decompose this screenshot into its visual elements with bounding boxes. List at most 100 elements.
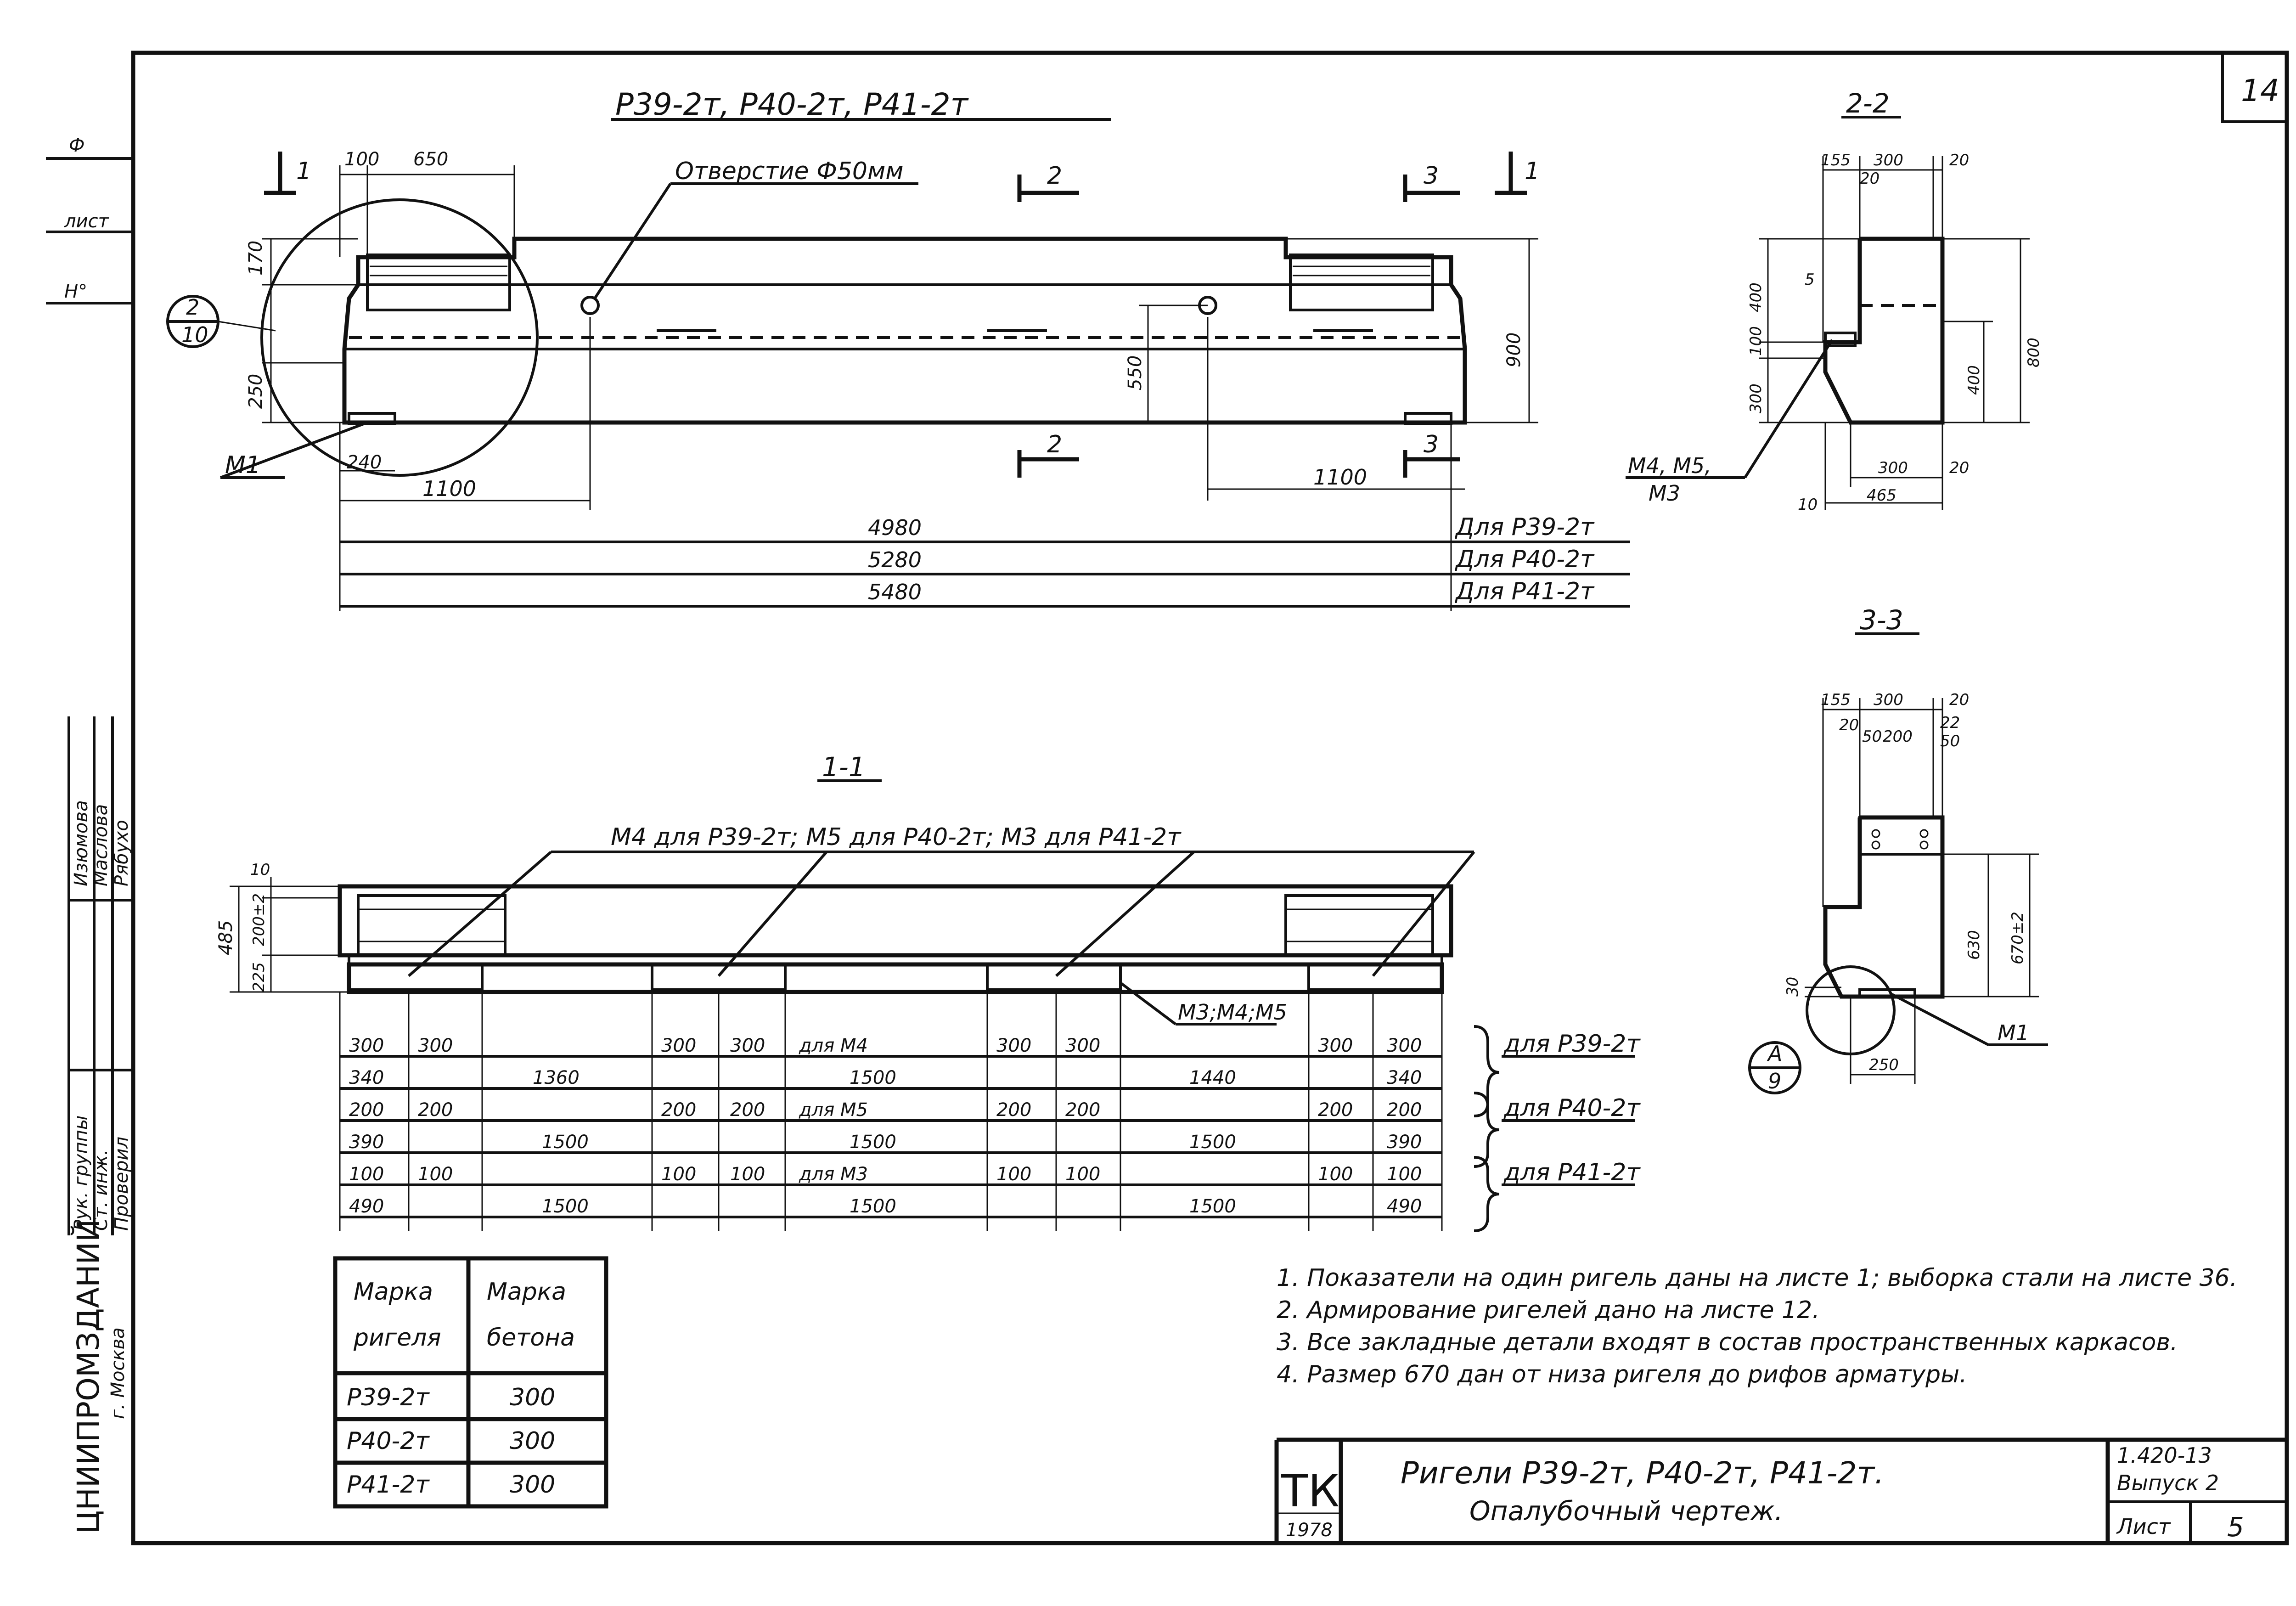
- concrete-row-1-mark: Р39-2т: [347, 1384, 430, 1411]
- svg-text:50: 50: [1862, 727, 1882, 746]
- svg-text:390: 390: [349, 1132, 384, 1153]
- svg-text:Марка: Марка: [354, 1278, 433, 1306]
- svg-text:300: 300: [1318, 1035, 1353, 1056]
- svg-text:1360: 1360: [533, 1067, 580, 1088]
- svg-text:20: 20: [1949, 459, 1969, 477]
- svg-text:22: 22: [1940, 714, 1960, 732]
- section-2-2: 2-2 155 300 20 20 400 5 100 300 400 800: [1626, 88, 2043, 514]
- title-line-2: Опалубочный чертеж.: [1469, 1495, 1783, 1527]
- title-year: 1978: [1286, 1520, 1333, 1541]
- group-label-1: для Р39-2т: [1503, 1030, 1641, 1058]
- concrete-grade-table: Марка ригеля Марка бетона Р39-2т 300 Р40…: [333, 1256, 608, 1509]
- svg-text:200: 200: [349, 1099, 384, 1121]
- svg-text:650: 650: [413, 149, 448, 170]
- title-line-1: Ригели Р39-2т, Р40-2т, Р41-2т.: [1401, 1455, 1884, 1491]
- svg-text:бетона: бетона: [487, 1324, 575, 1352]
- svg-text:225: 225: [250, 962, 268, 992]
- org-city: г. Москва: [107, 1327, 129, 1419]
- section-marker-2-bottom: 2: [1017, 431, 1079, 478]
- length-3: 5480: [868, 580, 922, 604]
- callout-a-9: А 9: [1748, 1041, 1801, 1094]
- section-3-3-m1: М1: [1998, 1020, 2029, 1045]
- svg-text:340: 340: [1387, 1067, 1422, 1088]
- svg-text:300: 300: [1874, 691, 1903, 709]
- callout-2-10: 2 10: [166, 295, 276, 348]
- svg-text:2: 2: [1047, 162, 1062, 190]
- svg-text:200: 200: [730, 1099, 765, 1121]
- svg-text:490: 490: [1387, 1196, 1422, 1217]
- svg-text:200: 200: [1883, 727, 1913, 746]
- svg-text:1: 1: [296, 158, 311, 185]
- svg-text:100: 100: [996, 1164, 1031, 1185]
- svg-text:485: 485: [215, 920, 236, 955]
- svg-text:300: 300: [349, 1035, 384, 1056]
- svg-text:300: 300: [1065, 1035, 1100, 1056]
- svg-text:240: 240: [347, 452, 382, 473]
- length-1: 4980: [868, 515, 922, 540]
- length-label-1: Для Р39-2т: [1455, 513, 1595, 541]
- svg-text:200±2: 200±2: [250, 893, 268, 946]
- svg-text:Марка: Марка: [487, 1278, 566, 1306]
- svg-text:800: 800: [2025, 338, 2043, 367]
- length-2: 5280: [868, 547, 922, 572]
- svg-text:2: 2: [1047, 431, 1062, 458]
- section-2-2-title: 2-2: [1846, 88, 1890, 119]
- svg-text:100: 100: [730, 1164, 765, 1185]
- svg-text:200: 200: [1065, 1099, 1100, 1121]
- hole-left: [580, 296, 600, 315]
- notes: 1. Показатели на один ригель даны на лис…: [1277, 1264, 2237, 1388]
- svg-text:200: 200: [418, 1099, 453, 1121]
- svg-text:550: 550: [1125, 355, 1146, 390]
- svg-text:1500: 1500: [542, 1196, 589, 1217]
- svg-text:100: 100: [349, 1164, 384, 1185]
- svg-text:20: 20: [1949, 151, 1969, 169]
- section-1-1-title: 1-1: [822, 751, 866, 783]
- svg-text:для М5: для М5: [799, 1099, 868, 1121]
- svg-text:200: 200: [661, 1099, 696, 1121]
- group-label-2: для Р40-2т: [1503, 1094, 1641, 1122]
- svg-text:20: 20: [1949, 691, 1969, 709]
- elevation-m1: М1: [225, 451, 261, 479]
- svg-text:100: 100: [1387, 1164, 1422, 1185]
- sheet-frame: [131, 51, 2289, 1545]
- svg-text:250: 250: [245, 374, 266, 409]
- section-2-2-parts-2: М3: [1649, 481, 1680, 506]
- svg-text:400: 400: [1747, 282, 1765, 312]
- stamp-list: лист: [64, 211, 110, 232]
- svg-text:1500: 1500: [1189, 1196, 1236, 1217]
- length-label-2: Для Р40-2т: [1455, 546, 1595, 573]
- name-2: Маслова: [90, 804, 112, 886]
- svg-text:5: 5: [1805, 270, 1815, 289]
- note-1: 1. Показатели на один ригель даны на лис…: [1277, 1264, 2237, 1292]
- note-2: 2. Армирование ригелей дано на листе 12.: [1277, 1296, 1820, 1324]
- concrete-row-2-mark: Р40-2т: [347, 1427, 430, 1455]
- svg-text:1500: 1500: [850, 1132, 896, 1153]
- svg-text:300: 300: [1387, 1035, 1422, 1056]
- svg-text:155: 155: [1821, 151, 1851, 169]
- spacing-dimension-table: для Р39-2т для Р40-2т для Р41-2т 300 300…: [339, 992, 1641, 1232]
- svg-text:900: 900: [1503, 332, 1525, 367]
- detail-circle: [260, 198, 539, 477]
- svg-text:9: 9: [1768, 1069, 1781, 1093]
- svg-text:10: 10: [250, 861, 270, 879]
- svg-text:300: 300: [1874, 151, 1903, 169]
- sheet-number-box: [2221, 51, 2288, 123]
- svg-text:200: 200: [1387, 1099, 1422, 1121]
- group-label-3: для Р41-2т: [1503, 1159, 1641, 1186]
- role-1: Рук. группы: [71, 1116, 92, 1231]
- section-3-3: 3-3 155 300 20 20 50 200 22 50 630 670±2…: [1748, 604, 2048, 1094]
- title-logo: ТК: [1281, 1465, 1339, 1517]
- svg-text:10: 10: [1798, 496, 1818, 514]
- section-2-2-parts-1: М4, М5,: [1628, 453, 1711, 478]
- section-marker-3-bottom: 3: [1403, 431, 1460, 478]
- svg-text:100: 100: [1065, 1164, 1100, 1185]
- note-3: 3. Все закладные детали входят в состав …: [1277, 1329, 2178, 1356]
- concrete-row-3-grade: 300: [510, 1471, 555, 1499]
- role-3: Проверил: [111, 1137, 132, 1231]
- sheet-number: 14: [2241, 73, 2279, 108]
- svg-text:1500: 1500: [850, 1067, 896, 1088]
- svg-text:300: 300: [996, 1035, 1031, 1056]
- svg-text:100: 100: [1747, 326, 1765, 356]
- title-issue: Выпуск 2: [2117, 1471, 2219, 1495]
